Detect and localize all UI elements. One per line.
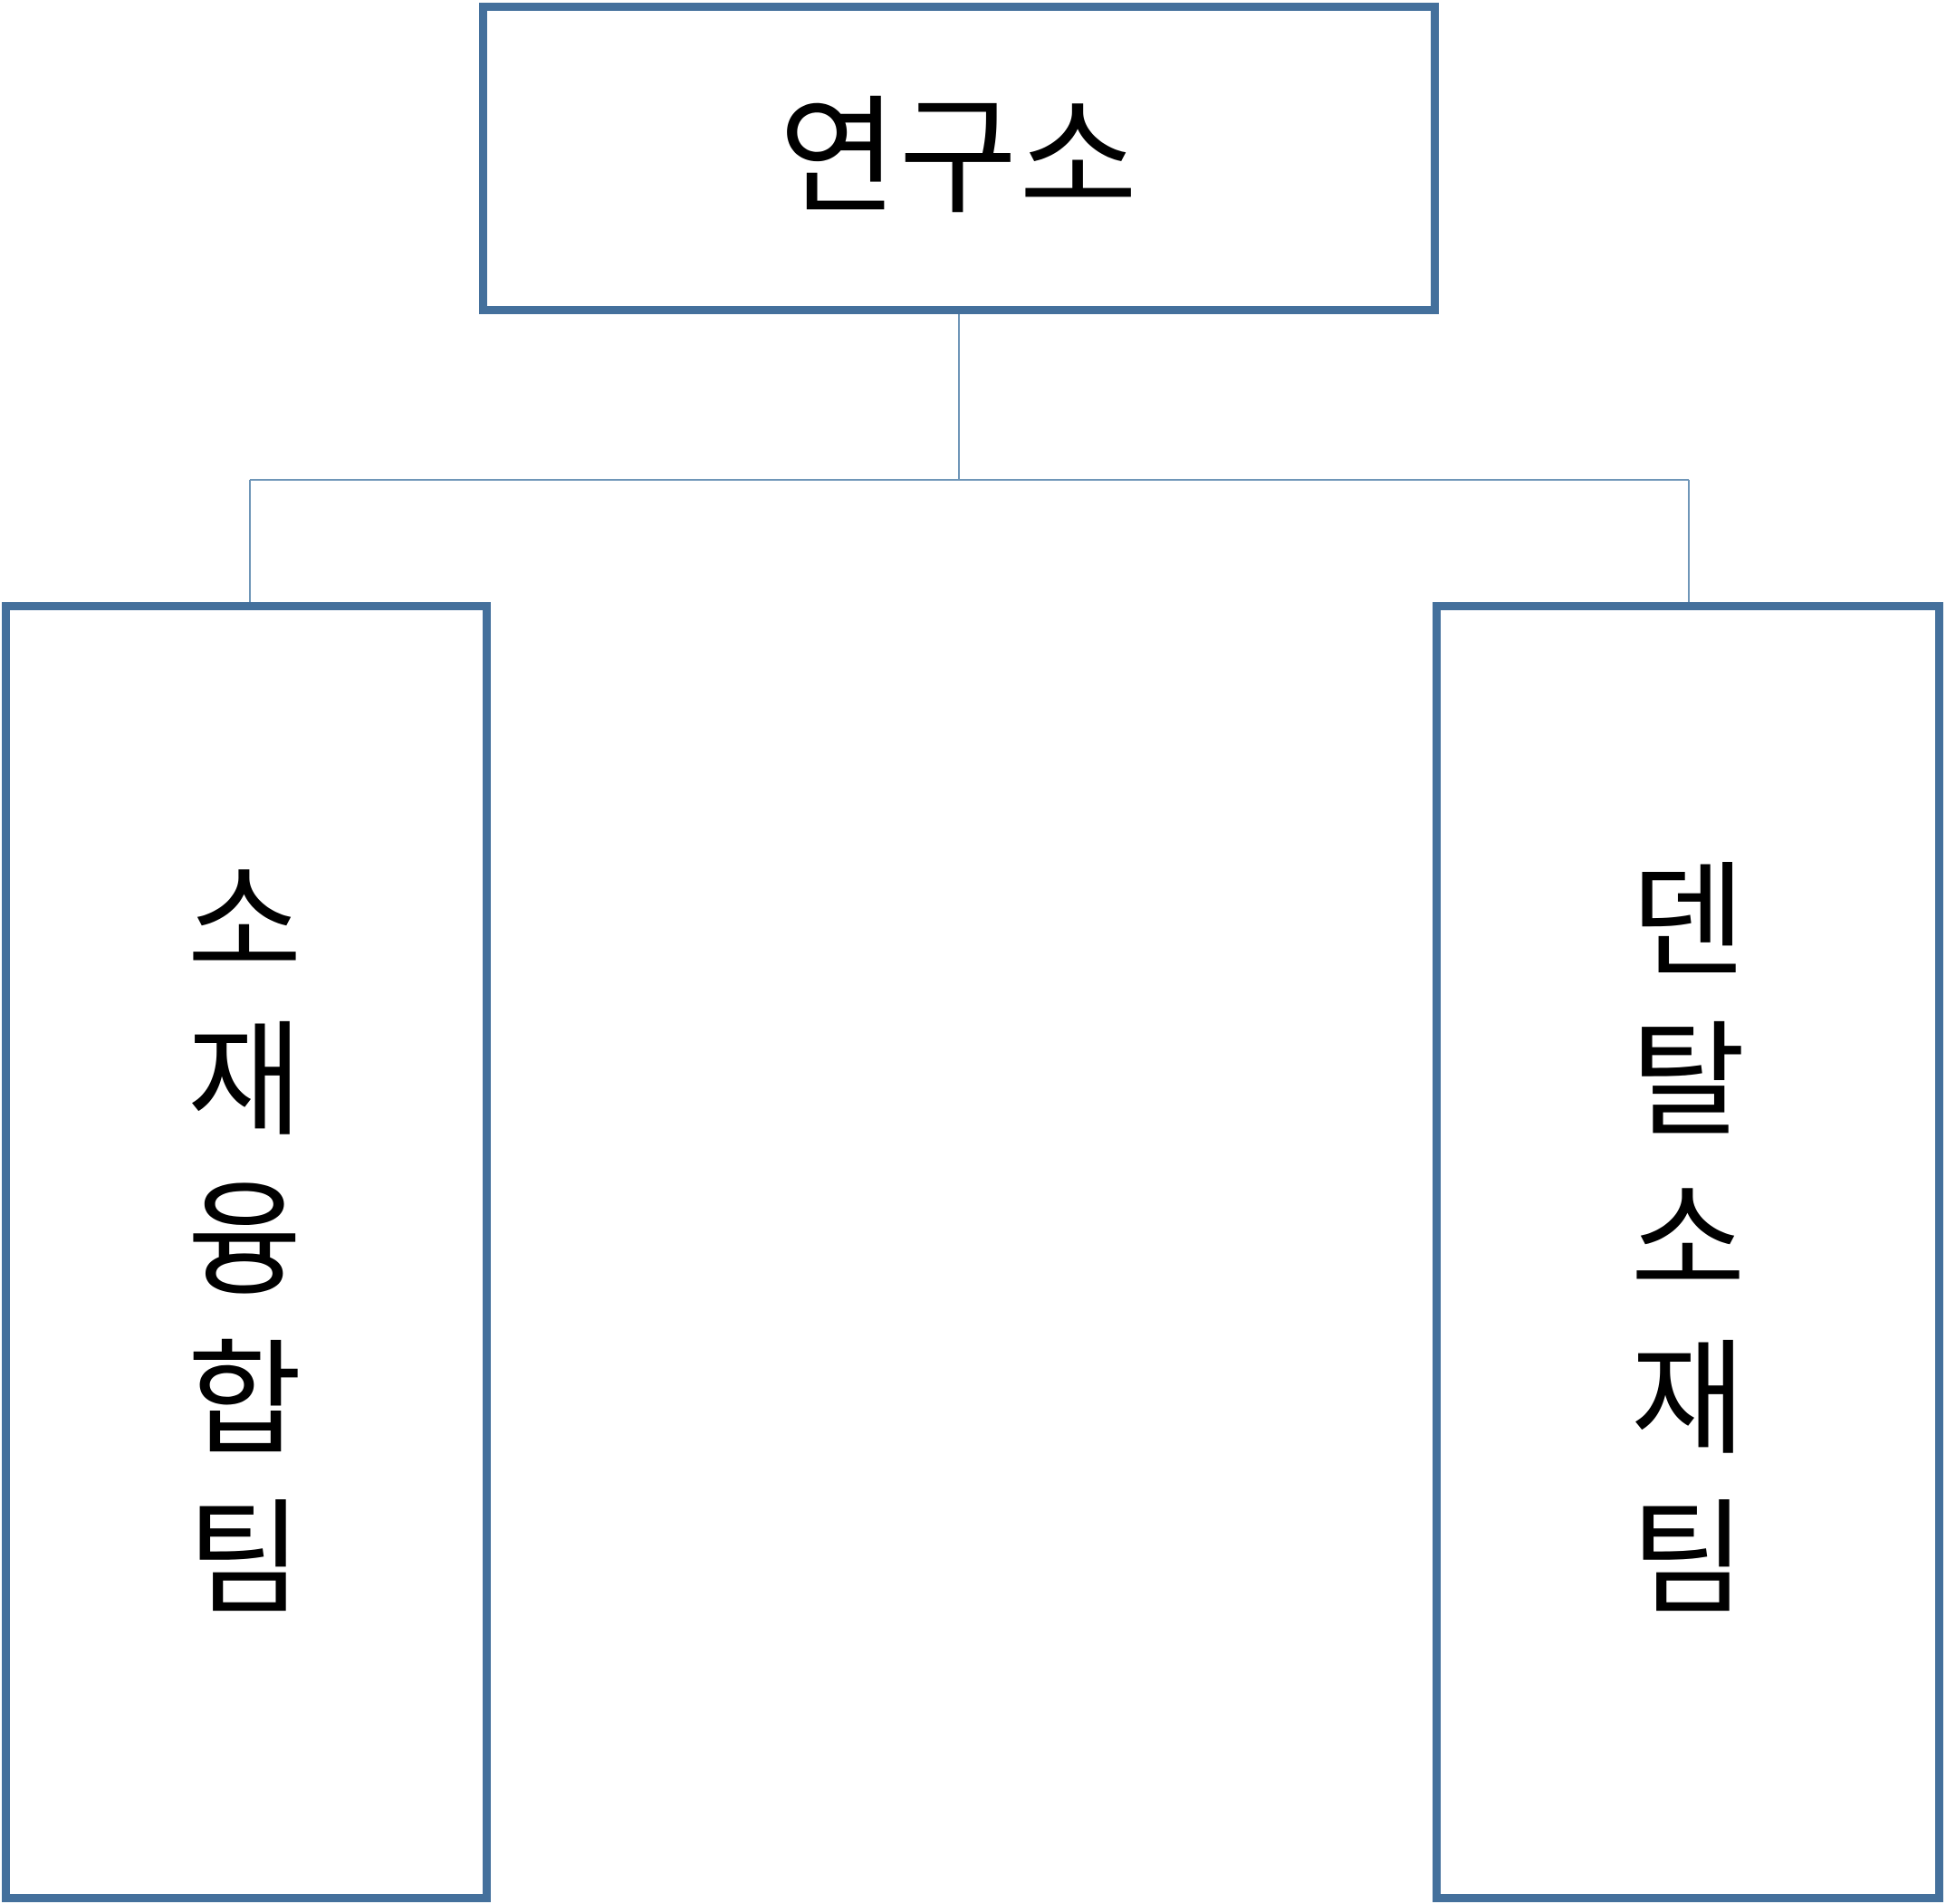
right-label-char: 소 bbox=[1630, 1168, 1746, 1314]
right-label-char: 재 bbox=[1630, 1327, 1746, 1473]
left-label-char: 재 bbox=[187, 1009, 302, 1154]
right-label-char: 탈 bbox=[1630, 1009, 1746, 1154]
left-label-char: 합 bbox=[187, 1327, 302, 1473]
left-child-node-label: 소 재 융 합 팀 bbox=[0, 860, 489, 1657]
left-label-char: 팀 bbox=[187, 1487, 302, 1632]
right-child-node-box bbox=[1433, 602, 1943, 1902]
root-node-label: 연구소 bbox=[779, 83, 1139, 233]
right-label-char: 덴 bbox=[1630, 849, 1746, 995]
right-label-char: 팀 bbox=[1630, 1487, 1746, 1632]
left-child-node-box bbox=[2, 602, 491, 1902]
root-node-box: 연구소 bbox=[479, 3, 1439, 314]
left-label-char: 소 bbox=[187, 849, 302, 995]
right-child-node-label: 덴 탈 소 재 팀 bbox=[1433, 860, 1943, 1657]
left-label-char: 융 bbox=[187, 1168, 302, 1314]
